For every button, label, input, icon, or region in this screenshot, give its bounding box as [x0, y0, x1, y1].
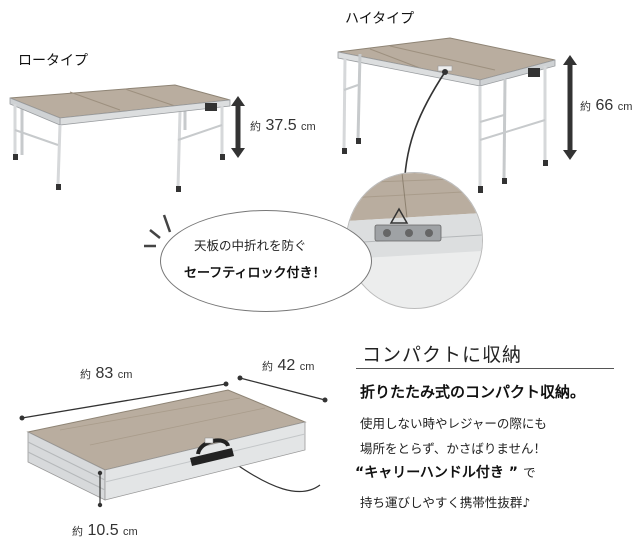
compact-heading: コンパクトに収納: [362, 344, 523, 366]
high-height-unit: cm: [617, 101, 633, 113]
low-height-prefix: 約: [250, 121, 261, 133]
folded-depth-prefix: 約: [262, 361, 273, 373]
heading-underline: [356, 368, 614, 369]
folded-thickness-prefix: 約: [72, 526, 83, 538]
high-height-prefix: 約: [580, 101, 591, 113]
high-height-arrow: [563, 55, 577, 160]
folded-thickness-value: 10.5: [87, 522, 119, 539]
low-height-arrow: [231, 96, 245, 158]
folded-depth-dimension: 約 42 cm: [262, 357, 314, 375]
folded-width-unit: cm: [117, 369, 133, 381]
high-height-value: 66: [595, 97, 614, 114]
low-height-value: 37.5: [265, 117, 297, 134]
callout-line2: セーフティロック付き！: [184, 266, 326, 281]
folded-thickness-unit: cm: [123, 526, 138, 538]
callout-bubble: 天板の中折れを防ぐ セーフティロック付き！: [160, 210, 372, 312]
low-type-label: ロータイプ: [18, 53, 88, 69]
carry-line: “キャリーハンドル付き ” で: [355, 462, 536, 482]
compact-body-line3: 持ち運びしやすく携帯性抜群♪: [360, 495, 531, 510]
compact-body-line1: 使用しない時やレジャーの際にも: [360, 416, 547, 431]
low-table-illustration: [9, 84, 231, 192]
high-height-dimension: 約 66 cm: [580, 97, 632, 115]
low-height-dimension: 約 37.5 cm: [250, 117, 316, 135]
folded-width-value: 83: [95, 365, 114, 382]
carry-suffix: で: [523, 465, 536, 480]
folded-depth-value: 42: [277, 357, 296, 374]
high-table-illustration: [337, 37, 556, 193]
folded-thickness-dimension: 約 10.5 cm: [72, 522, 138, 540]
compact-subheading: 折りたたみ式のコンパクト収納。: [360, 383, 586, 401]
folded-width-dimension: 約 83 cm: [80, 365, 132, 383]
high-type-label: ハイタイプ: [345, 11, 415, 27]
folded-table-illustration: [19, 375, 328, 508]
safety-lock-detail: [347, 173, 482, 259]
compact-body-line2: 場所をとらず、かさばりません！: [360, 441, 547, 456]
folded-width-prefix: 約: [80, 369, 91, 381]
callout-line1: 天板の中折れを防ぐ: [194, 238, 307, 253]
safety-lock-zoom: [346, 172, 483, 309]
low-height-unit: cm: [301, 121, 316, 133]
folded-depth-unit: cm: [299, 361, 315, 373]
carry-handle-label: “キャリーハンドル付き ”: [355, 465, 518, 481]
